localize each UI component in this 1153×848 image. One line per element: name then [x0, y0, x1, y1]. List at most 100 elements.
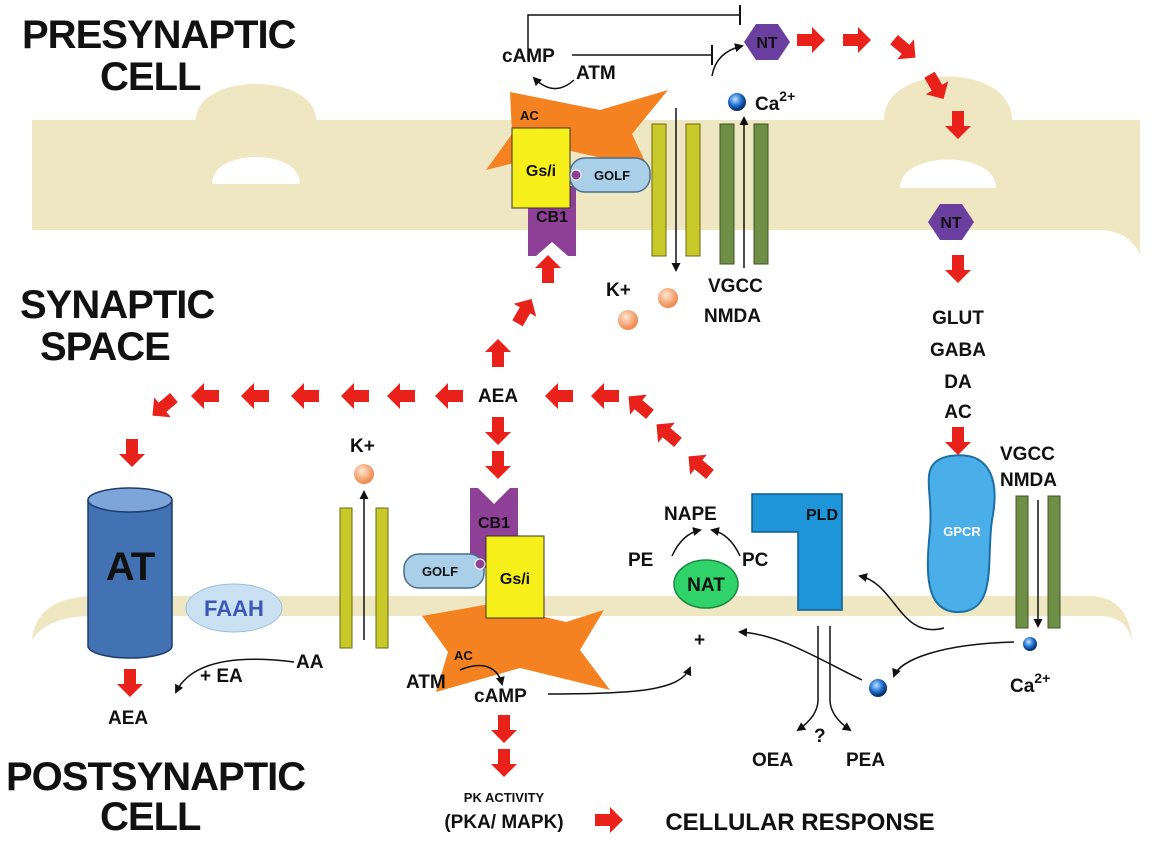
postsyn-k-channel-left — [339, 507, 353, 649]
postsyn-gsi-protein — [485, 535, 545, 619]
postsyn-gsi-label: Gs/i — [500, 571, 530, 588]
red-arrow-icon — [688, 454, 714, 479]
atm-inhibition-line-outer — [527, 14, 740, 60]
red-arrow-icon — [485, 451, 511, 479]
postsyn-vgcc-left — [1015, 495, 1029, 629]
nat-enzyme — [673, 559, 739, 609]
postsynaptic-membrane — [32, 596, 1132, 642]
potassium-ion-icon — [658, 288, 678, 308]
presyn-cb1-label: CB1 — [536, 209, 568, 226]
aea-out-label: AEA — [108, 708, 148, 729]
red-arrow-icon — [485, 417, 511, 445]
presyn-vgcc-left — [719, 123, 735, 265]
ca-to-nt-arrow — [711, 43, 744, 77]
red-arrow-icon — [843, 27, 871, 53]
postsyn-camp-label: cAMP — [474, 686, 527, 707]
nt-top-label: NT — [756, 35, 778, 52]
presyn-vgcc-label: VGCC — [708, 276, 763, 297]
presyn-gsi-protein — [511, 127, 571, 209]
presyn-gsi-label: Gs/i — [526, 163, 556, 180]
pld-label: PLD — [806, 507, 838, 524]
postsyn-ac-enzyme — [422, 604, 610, 692]
red-arrow-icon — [591, 383, 619, 409]
red-arrow-icon — [797, 27, 825, 53]
presyn-nmda-label: NMDA — [704, 306, 761, 327]
presyn-vgcc-right — [753, 123, 769, 265]
red-arrow-icon — [890, 35, 916, 60]
calcium-ion-icon — [1023, 637, 1037, 651]
red-arrow-icon — [512, 299, 537, 327]
pld-output-line-right — [829, 626, 852, 732]
red-arrow-icon — [595, 807, 623, 833]
postsyn-golf-protein — [403, 553, 485, 589]
presyn-atm-label: ATM — [576, 63, 616, 84]
atm-to-camp-post-arrow — [459, 664, 505, 686]
postsyn-vgcc-right — [1047, 495, 1061, 629]
faah-label: FAAH — [204, 596, 264, 621]
oea-label: OEA — [752, 750, 793, 771]
red-arrow-icon — [545, 383, 573, 409]
postsynaptic-label-line2: CELL — [100, 795, 201, 839]
red-arrow-icon — [152, 393, 178, 418]
at-label: AT — [106, 545, 155, 589]
presynaptic-membrane-pocket-left — [212, 157, 300, 184]
red-arrow-pathway — [117, 27, 971, 833]
presyn-ac-label: AC — [520, 108, 539, 123]
pld-output-line-left — [796, 626, 819, 732]
red-arrow-icon — [119, 439, 145, 467]
red-arrow-icon — [387, 383, 415, 409]
cellular-response-label: CELLULAR RESPONSE — [665, 809, 934, 836]
nape-label: NAPE — [664, 504, 717, 525]
presyn-k-channel-right — [685, 123, 701, 257]
pea-label: PEA — [846, 750, 885, 771]
gpcr-receptor — [926, 454, 996, 614]
potassium-ion-icon — [354, 464, 374, 484]
red-arrow-icon — [491, 749, 517, 777]
presyn-camp-label: cAMP — [502, 46, 555, 67]
pld-enzyme — [751, 493, 843, 611]
gpcr-label: GPCR — [943, 524, 981, 539]
nat-label: NAT — [687, 575, 725, 596]
red-arrow-icon — [191, 383, 219, 409]
synaptic-label-line2: SPACE — [40, 325, 170, 369]
postsyn-k-label: K+ — [350, 436, 375, 457]
red-arrow-icon — [945, 255, 971, 283]
red-arrow-icon — [435, 383, 463, 409]
red-arrow-icon — [241, 383, 269, 409]
camp-to-plus-arrow — [547, 666, 692, 695]
nt-vesicle-hexagon-icon — [928, 204, 974, 240]
red-arrow-icon — [341, 383, 369, 409]
ea-label: + EA — [200, 666, 243, 687]
presyn-golf-label: GOLF — [594, 168, 630, 183]
postsyn-ca-label: Ca2+ — [1010, 670, 1050, 697]
presynaptic-membrane-pocket-right — [900, 159, 996, 188]
red-arrow-icon — [485, 339, 511, 367]
aa-label: AA — [296, 652, 324, 673]
presyn-golf-protein — [569, 157, 651, 193]
postsyn-vgcc-label: VGCC — [1000, 444, 1055, 465]
presyn-k-label: K+ — [606, 280, 631, 301]
pc-label: PC — [742, 550, 769, 571]
calcium-ion-icon — [869, 679, 887, 697]
cleft-transmitter-label: GABA — [930, 340, 986, 361]
cleft-transmitter-label: GLUT — [932, 308, 984, 329]
nt-hexagon-icon — [744, 24, 790, 60]
presynaptic-label-line2: CELL — [100, 55, 201, 99]
presyn-ca-label: Ca2+ — [755, 88, 795, 115]
pe-label: PE — [628, 550, 653, 571]
red-arrow-icon — [628, 394, 654, 419]
aea-central-label: AEA — [478, 386, 518, 407]
atm-to-camp-arrow — [532, 76, 575, 90]
presyn-k-channel-left — [651, 123, 667, 257]
pka-mapk-label: (PKA/ MAPK) — [444, 812, 563, 833]
synaptic-label-line1: SYNAPTIC — [20, 283, 214, 327]
red-arrow-icon — [117, 669, 143, 697]
plus-sign: + — [694, 630, 705, 651]
red-arrow-icon — [945, 111, 971, 139]
at-transporter — [87, 499, 173, 659]
postsyn-cb1-label: CB1 — [478, 515, 510, 532]
aa-ea-arrow — [175, 658, 295, 694]
postsyn-ac-label: AC — [454, 648, 473, 663]
